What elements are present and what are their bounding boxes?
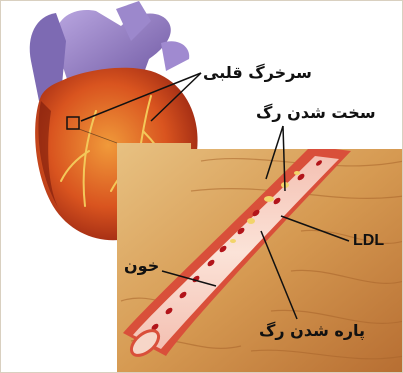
label-coronary-artery: سرخرگ قلبی	[203, 65, 312, 81]
label-ldl: LDL	[353, 233, 384, 249]
label-blood: خون	[124, 258, 159, 274]
pulmonary-branch	[161, 41, 189, 71]
label-artery-rupture: پاره شدن رگ	[259, 323, 365, 339]
label-artery-hardening: سخت شدن رگ	[256, 105, 376, 121]
